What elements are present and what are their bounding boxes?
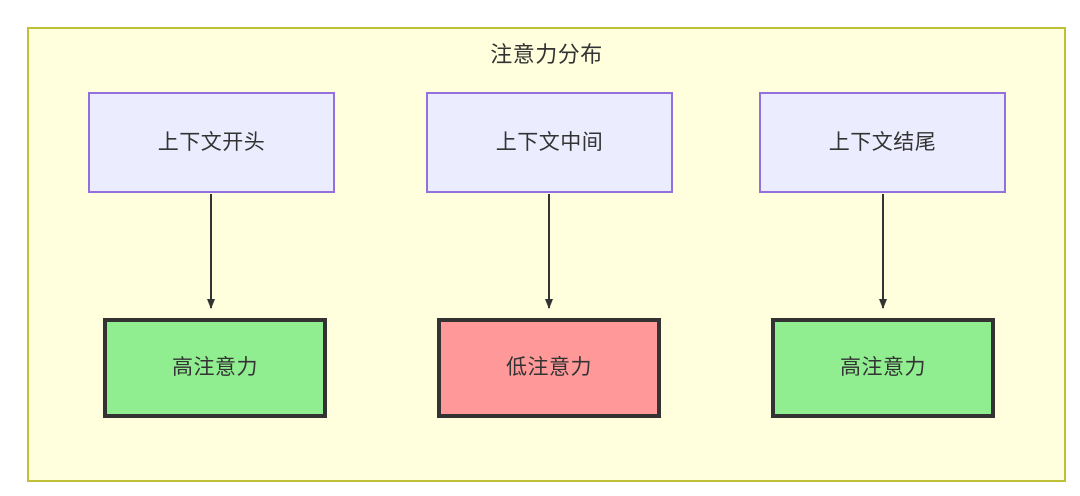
node-attention-high-end[interactable]: 高注意力 xyxy=(771,318,995,418)
node-context-start-label: 上下文开头 xyxy=(157,130,266,154)
node-context-middle[interactable]: 上下文中间 xyxy=(426,92,673,193)
node-attention-low-middle-label: 低注意力 xyxy=(506,356,592,379)
node-context-end-label: 上下文结尾 xyxy=(828,130,937,154)
node-context-end[interactable]: 上下文结尾 xyxy=(759,92,1006,193)
node-context-start[interactable]: 上下文开头 xyxy=(88,92,335,193)
node-attention-high-start[interactable]: 高注意力 xyxy=(103,318,327,418)
node-attention-high-end-label: 高注意力 xyxy=(840,356,926,379)
node-attention-high-start-label: 高注意力 xyxy=(172,356,258,379)
node-attention-low-middle[interactable]: 低注意力 xyxy=(437,318,661,418)
diagram-title: 注意力分布 xyxy=(490,42,603,67)
node-context-middle-label: 上下文中间 xyxy=(495,130,604,154)
